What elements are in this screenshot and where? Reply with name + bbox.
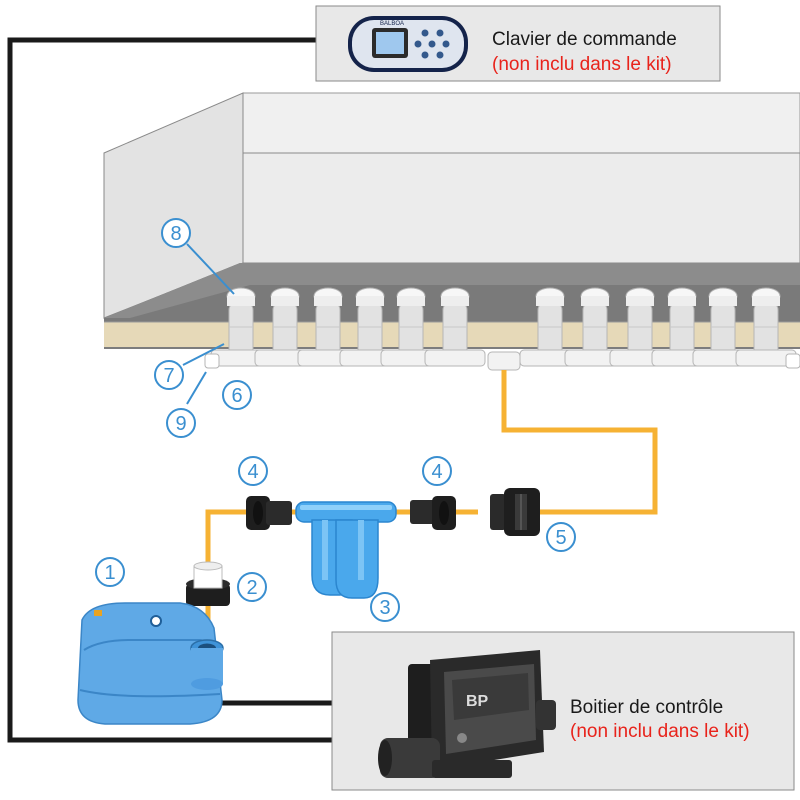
adapter-right bbox=[410, 496, 456, 530]
callout-3: 3 bbox=[370, 592, 400, 622]
keypad-cable bbox=[7, 37, 380, 743]
callout-8: 8 bbox=[161, 218, 191, 248]
controller-device: BP bbox=[378, 650, 556, 778]
callout-number: 8 bbox=[170, 223, 181, 245]
air-pipe bbox=[205, 370, 658, 622]
air-jet bbox=[651, 287, 713, 367]
air-jet bbox=[297, 287, 359, 367]
callout-number: 9 bbox=[175, 413, 186, 435]
callout-7: 7 bbox=[154, 360, 184, 390]
callout-4: 4 bbox=[238, 456, 268, 486]
check-valve bbox=[490, 488, 540, 536]
callout-number: 4 bbox=[431, 461, 442, 483]
adapter-left bbox=[246, 496, 292, 530]
air-jet bbox=[735, 287, 797, 367]
keypad-box: BALBOA Clavier de commande (non inclu da… bbox=[315, 5, 721, 82]
air-jets-row bbox=[204, 287, 800, 371]
floor-shade bbox=[104, 263, 800, 318]
callout-number: 1 bbox=[104, 562, 115, 584]
keypad-title: Clavier de commande bbox=[492, 29, 677, 50]
callouts: 1 2 3 4 4 5 6 7 8 9 bbox=[95, 218, 576, 622]
callout-9: 9 bbox=[166, 408, 196, 438]
blower-connector bbox=[186, 561, 230, 606]
air-jet bbox=[424, 287, 486, 367]
callout-2: 2 bbox=[237, 572, 267, 602]
callout-4: 4 bbox=[422, 456, 452, 486]
leader-lines bbox=[182, 243, 235, 405]
callout-number: 3 bbox=[379, 597, 390, 619]
callout-6: 6 bbox=[222, 380, 252, 410]
callout-number: 6 bbox=[231, 385, 242, 407]
keypad-note: (non inclu dans le kit) bbox=[492, 54, 672, 75]
keypad-device: BALBOA bbox=[348, 16, 468, 72]
controller-title: Boitier de contrôle bbox=[570, 697, 723, 718]
callout-number: 4 bbox=[247, 461, 258, 483]
callout-number: 7 bbox=[163, 365, 174, 387]
callout-number: 2 bbox=[246, 577, 257, 599]
spa-tub bbox=[103, 92, 800, 349]
air-blower bbox=[77, 602, 224, 725]
keypad-brand: BALBOA bbox=[380, 21, 404, 27]
callout-5: 5 bbox=[546, 522, 576, 552]
callout-number: 5 bbox=[555, 527, 566, 549]
controller-box: BP Boitier de contrôle (non inclu dans l… bbox=[331, 631, 795, 791]
supply-tee bbox=[204, 351, 800, 371]
manifold bbox=[295, 501, 397, 599]
callout-1: 1 bbox=[95, 557, 125, 587]
controller-note: (non inclu dans le kit) bbox=[570, 721, 750, 742]
controller-brand: BP bbox=[466, 693, 489, 710]
